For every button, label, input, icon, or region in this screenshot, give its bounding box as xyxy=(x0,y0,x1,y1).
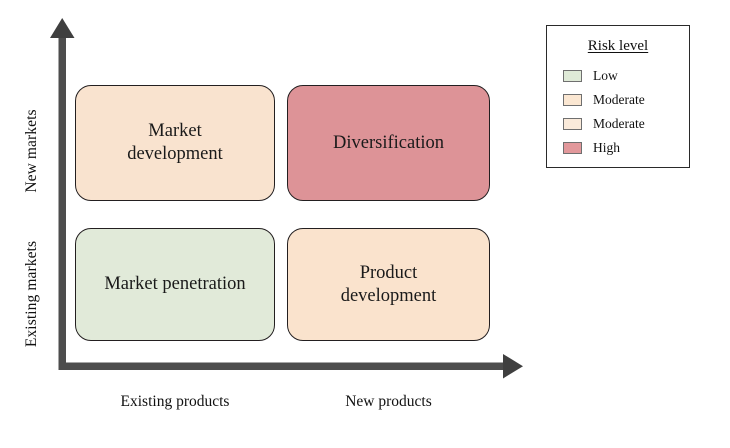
legend-title: Risk level xyxy=(587,38,649,54)
legend-item[interactable]: Moderate xyxy=(563,112,689,136)
legend-item[interactable]: Low xyxy=(563,64,689,88)
quadrant-label-line2: development xyxy=(127,144,223,164)
legend-swatch-high-3 xyxy=(563,142,582,154)
legend-item-label: High xyxy=(593,140,620,155)
legend-item-label: Moderate xyxy=(593,92,645,107)
quadrant-product-development[interactable]: Product development xyxy=(287,228,490,341)
quadrant-label-line2: development xyxy=(340,285,437,306)
quadrant-diversification[interactable]: Diversification xyxy=(287,85,490,201)
x-axis-line xyxy=(58,362,505,370)
x-axis-arrowhead xyxy=(503,354,523,379)
x-axis-label-new-products: New products xyxy=(345,393,432,410)
x-axis-label-existing-products: Existing products xyxy=(120,393,230,410)
y-axis-label-existing-markets: Existing markets xyxy=(23,240,40,348)
quadrant-label-line1: Market xyxy=(148,121,202,142)
legend-item-label: Low xyxy=(593,68,618,83)
quadrant-label: Market development xyxy=(119,120,231,166)
quadrant-label: Product development xyxy=(333,262,445,308)
y-axis-arrowhead xyxy=(50,18,75,38)
quadrant-market-penetration[interactable]: Market penetration xyxy=(75,228,275,341)
legend-swatch-moderate-1 xyxy=(563,94,582,106)
legend-item[interactable]: Moderate xyxy=(563,88,689,112)
legend-swatch-moderate-2 xyxy=(563,118,582,130)
quadrant-label-line1: Product xyxy=(359,262,418,283)
legend-item-label: Moderate xyxy=(593,116,645,131)
legend-item[interactable]: High xyxy=(563,136,689,160)
legend-swatch-low-0 xyxy=(563,70,582,82)
quadrant-label: Market penetration xyxy=(104,274,246,295)
quadrant-market-development[interactable]: Market development xyxy=(75,85,275,201)
quadrant-label: Diversification xyxy=(333,132,444,153)
y-axis-line xyxy=(58,32,66,370)
